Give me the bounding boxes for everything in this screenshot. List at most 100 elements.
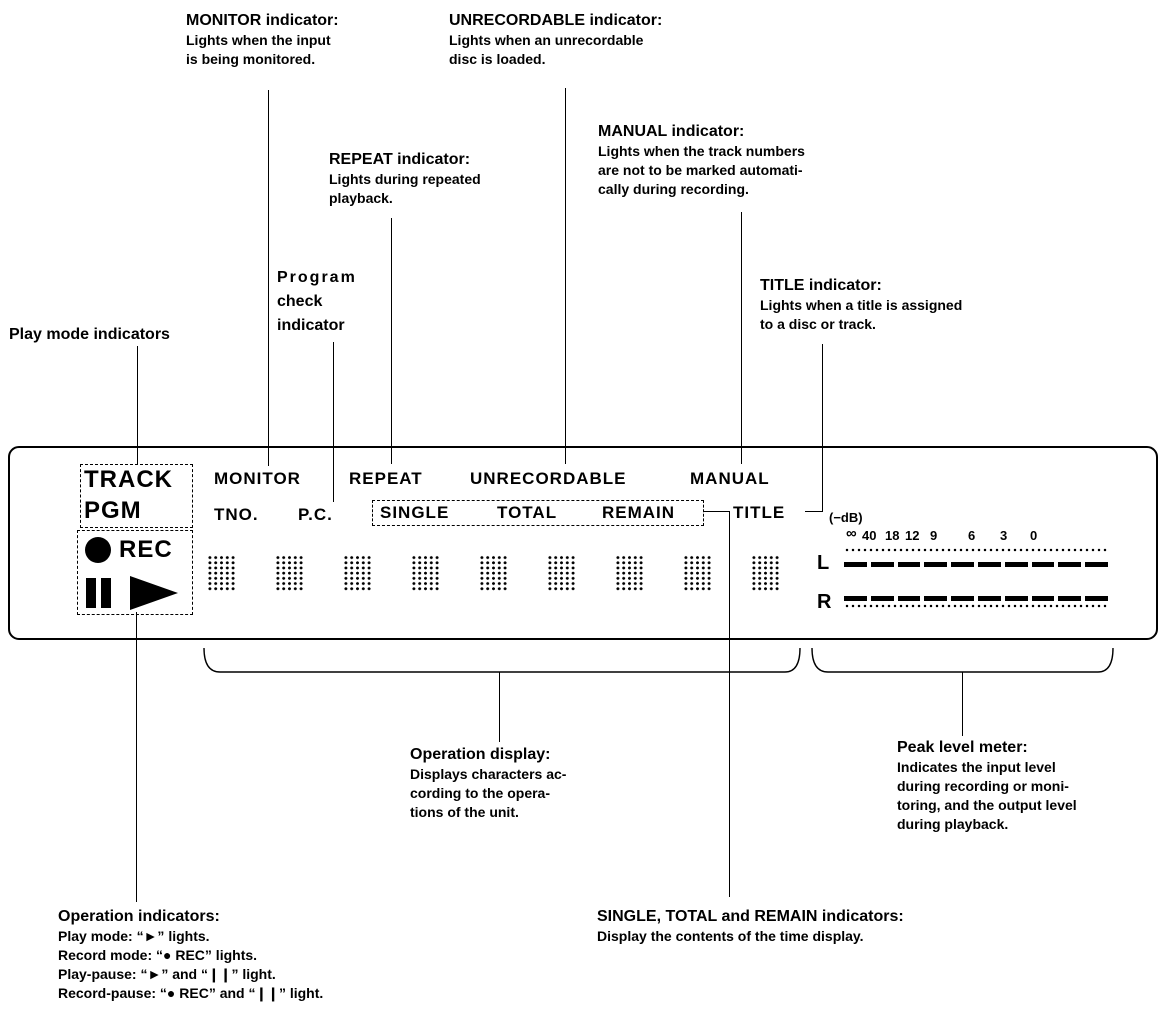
pause-icon <box>86 578 113 608</box>
pgm-indicator: PGM <box>84 497 142 524</box>
operation-indicators-line: Play mode: “►” lights. <box>58 928 210 944</box>
scale-label: 18 <box>885 528 900 543</box>
pc-indicator: P.C. <box>298 505 333 524</box>
char-matrix <box>479 555 508 591</box>
peak-meter-line: during recording or moni- <box>897 778 1069 794</box>
char-matrix <box>411 555 440 591</box>
operation-display-line: cording to the opera- <box>410 785 550 801</box>
operation-display-annotation: Operation display: Displays characters a… <box>410 745 566 822</box>
time-indicators-annotation: SINGLE, TOTAL and REMAIN indicators: Dis… <box>597 907 904 946</box>
unrecordable-indicator: UNRECORDABLE <box>470 469 627 488</box>
unrecordable-annotation-line: disc is loaded. <box>449 51 546 67</box>
repeat-annotation-title: REPEAT indicator: <box>329 151 471 168</box>
monitor-indicator: MONITOR <box>214 469 301 488</box>
title-annotation-line: to a disc or track. <box>760 316 876 332</box>
leader-line-program-check <box>333 342 335 502</box>
right-channel-label: R <box>817 591 833 613</box>
scale-label: 9 <box>930 528 938 543</box>
db-label: (−dB) <box>829 510 863 525</box>
repeat-annotation: REPEAT indicator: Lights during repeated… <box>329 150 481 208</box>
unrecordable-annotation: UNRECORDABLE indicator: Lights when an u… <box>449 11 662 69</box>
single-indicator: SINGLE <box>380 503 450 522</box>
scale-label: 6 <box>968 528 976 543</box>
peak-meter-line: toring, and the output level <box>897 797 1077 813</box>
manual-indicator: MANUAL <box>690 469 770 488</box>
leader-line-repeat <box>391 218 393 464</box>
program-check-annotation: Program check indicator <box>277 266 357 338</box>
operation-indicators-line: Record mode: “● REC” lights. <box>58 947 258 963</box>
meter-dot-row <box>844 548 1108 552</box>
meter-segment <box>1085 596 1108 601</box>
leader-line-operation-display <box>499 672 501 742</box>
char-matrix <box>275 555 304 591</box>
repeat-annotation-line: playback. <box>329 190 393 206</box>
monitor-annotation: MONITOR indicator: Lights when the input… <box>186 11 339 69</box>
title-annotation: TITLE indicator: Lights when a title is … <box>760 276 962 334</box>
meter-segment <box>951 596 974 601</box>
program-check-line: Program <box>277 269 357 286</box>
char-matrix <box>751 555 780 591</box>
manual-annotation-line: are not to be marked automati- <box>598 162 803 178</box>
meter-segment <box>1031 596 1055 601</box>
unrecordable-annotation-title: UNRECORDABLE indicator: <box>449 12 663 29</box>
display-panel <box>8 446 1158 640</box>
title-indicator: TITLE <box>733 503 786 522</box>
scale-label: ∞ <box>846 525 857 542</box>
leader-line-monitor <box>268 90 270 466</box>
meter-segment <box>1004 562 1028 567</box>
remain-indicator: REMAIN <box>602 503 676 522</box>
program-check-line: indicator <box>277 317 345 334</box>
record-dot-icon <box>85 537 111 563</box>
meter-segment <box>1004 596 1028 601</box>
peak-meter-annotation: Peak level meter: Indicates the input le… <box>897 738 1077 834</box>
leader-line-peak-meter <box>962 672 964 736</box>
leader-line-title-hook <box>805 511 823 513</box>
left-channel-label: L <box>817 552 831 574</box>
operation-indicators-box <box>77 530 193 615</box>
rec-indicator: REC <box>119 536 173 563</box>
time-indicators-line: Display the contents of the time display… <box>597 928 864 944</box>
scale-label: 12 <box>905 528 920 543</box>
scale-label: 40 <box>862 528 877 543</box>
meter-segment <box>870 562 894 567</box>
program-check-line: check <box>277 293 323 310</box>
meter-segment <box>978 562 1001 567</box>
manual-annotation: MANUAL indicator: Lights when the track … <box>598 122 805 199</box>
repeat-indicator: REPEAT <box>349 469 423 488</box>
time-indicators-title: SINGLE, TOTAL and REMAIN indicators: <box>597 908 904 925</box>
scale-label: 0 <box>1030 528 1038 543</box>
leader-line-manual <box>741 212 743 464</box>
char-matrix <box>615 555 644 591</box>
time-indicators-box <box>372 500 704 526</box>
operation-indicators-line: Play-pause: “►” and “❙❙” light. <box>58 966 276 982</box>
manual-annotation-line: Lights when the track numbers <box>598 143 805 159</box>
leader-line-play-mode <box>137 346 139 464</box>
leader-line-unrecordable <box>565 88 567 464</box>
leader-line-time-hook <box>704 511 730 513</box>
title-annotation-title: TITLE indicator: <box>760 277 882 294</box>
peak-meter-line: Indicates the input level <box>897 759 1056 775</box>
leader-line-operation-indicators <box>136 612 138 902</box>
play-mode-annotation: Play mode indicators <box>9 326 170 343</box>
monitor-annotation-title: MONITOR indicator: <box>186 12 339 29</box>
track-indicator: TRACK <box>84 466 173 493</box>
meter-segment <box>951 562 974 567</box>
leader-line-title <box>822 344 824 512</box>
monitor-annotation-line: Lights when the input <box>186 32 331 48</box>
leader-line-time-indicators <box>729 512 731 897</box>
monitor-annotation-line: is being monitored. <box>186 51 316 67</box>
tno-indicator: TNO. <box>214 505 259 524</box>
right-channel-meter <box>844 596 1108 602</box>
meter-segment <box>924 562 948 567</box>
unrecordable-annotation-line: Lights when an unrecordable <box>449 32 644 48</box>
char-matrix <box>683 555 712 591</box>
meter-segment <box>897 562 921 567</box>
play-mode-indicators-box <box>80 464 193 528</box>
title-annotation-line: Lights when a title is assigned <box>760 297 963 313</box>
meter-segment <box>924 596 948 601</box>
peak-meter-title: Peak level meter: <box>897 739 1028 756</box>
manual-annotation-line: cally during recording. <box>598 181 749 197</box>
char-matrix <box>343 555 372 591</box>
meter-segment <box>844 596 867 601</box>
meter-segment <box>1031 562 1055 567</box>
